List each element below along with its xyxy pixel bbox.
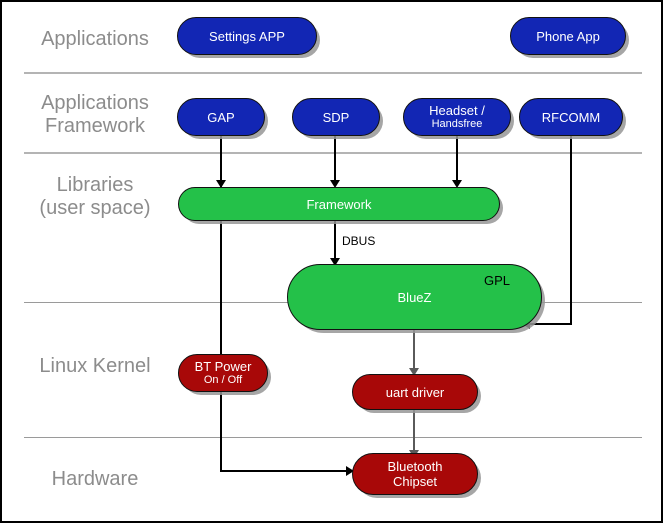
edge-framework-to-bluez-vertical [334,220,336,262]
node-headset-handsfree-label-2: Handsfree [431,118,483,130]
node-bluetooth-chipset-label-1: Bluetooth [387,459,443,474]
layer-label-applications: Applications [41,28,149,50]
edge-bluez-to-uart-arrowhead [409,368,419,376]
layer-label-linux-kernel: Linux Kernel [39,355,151,377]
node-uart-driver-label: uart driver [385,384,445,400]
edge-gap-to-chipset-horizontal [220,470,346,472]
divider-framework [24,152,642,154]
node-sdp[interactable]: SDP [292,98,380,136]
node-bluetooth-chipset[interactable]: Bluetooth Chipset [352,453,478,495]
layer-label-applications-framework: Applications Framework [41,92,149,137]
node-uart-driver[interactable]: uart driver [352,374,478,410]
node-gap[interactable]: GAP [177,98,265,136]
node-bluez-label: BlueZ [397,289,432,305]
edge-sdp-to-framework-vertical [334,135,336,182]
node-bluez[interactable]: BlueZ [287,264,542,330]
node-bt-power-label-2: On / Off [203,374,243,386]
edge-gap-to-chipset-arrowhead [346,466,354,476]
layer-label-hardware: Hardware [51,468,139,490]
node-bluetooth-chipset-label-2: Chipset [392,474,438,489]
edge-bluez-to-uart-vertical [413,330,415,372]
edge-headset-to-framework-arrowhead [452,180,462,188]
edge-rfcomm-to-bluez-horizontal [530,323,572,325]
divider-kernel [24,437,642,438]
node-bt-power-label-1: BT Power [194,359,252,374]
edge-sdp-to-framework-arrowhead [330,180,340,188]
edge-headset-to-framework-vertical [456,135,458,182]
gpl-badge: GPL [484,273,511,288]
edge-gap-to-chipset-vertical [220,135,222,472]
dbus-edge-label: DBUS [342,234,376,248]
node-sdp-label: SDP [322,109,350,125]
node-framework-label: Framework [306,196,372,212]
node-settings-app-label: Settings APP [209,28,285,44]
node-phone-app[interactable]: Phone App [510,17,626,55]
divider-applications [24,72,642,74]
layer-label-libraries: Libraries (user space) [39,174,151,219]
node-gap-label: GAP [207,109,235,125]
node-framework[interactable]: Framework [178,187,500,221]
node-settings-app[interactable]: Settings APP [177,17,317,55]
edge-uart-to-chipset-vertical [413,410,415,454]
node-rfcomm-label: RFCOMM [541,109,601,125]
edge-gap-to-framework-arrowhead [216,180,226,188]
edge-rfcomm-to-bluez-vertical [570,135,572,325]
node-phone-app-label: Phone App [536,28,600,44]
edge-framework-to-bluez-arrowhead [330,258,340,266]
node-headset-handsfree[interactable]: Headset / Handsfree [403,98,511,136]
node-bt-power[interactable]: BT Power On / Off [178,354,268,392]
node-headset-handsfree-label-1: Headset / [429,103,485,118]
node-rfcomm[interactable]: RFCOMM [519,98,623,136]
